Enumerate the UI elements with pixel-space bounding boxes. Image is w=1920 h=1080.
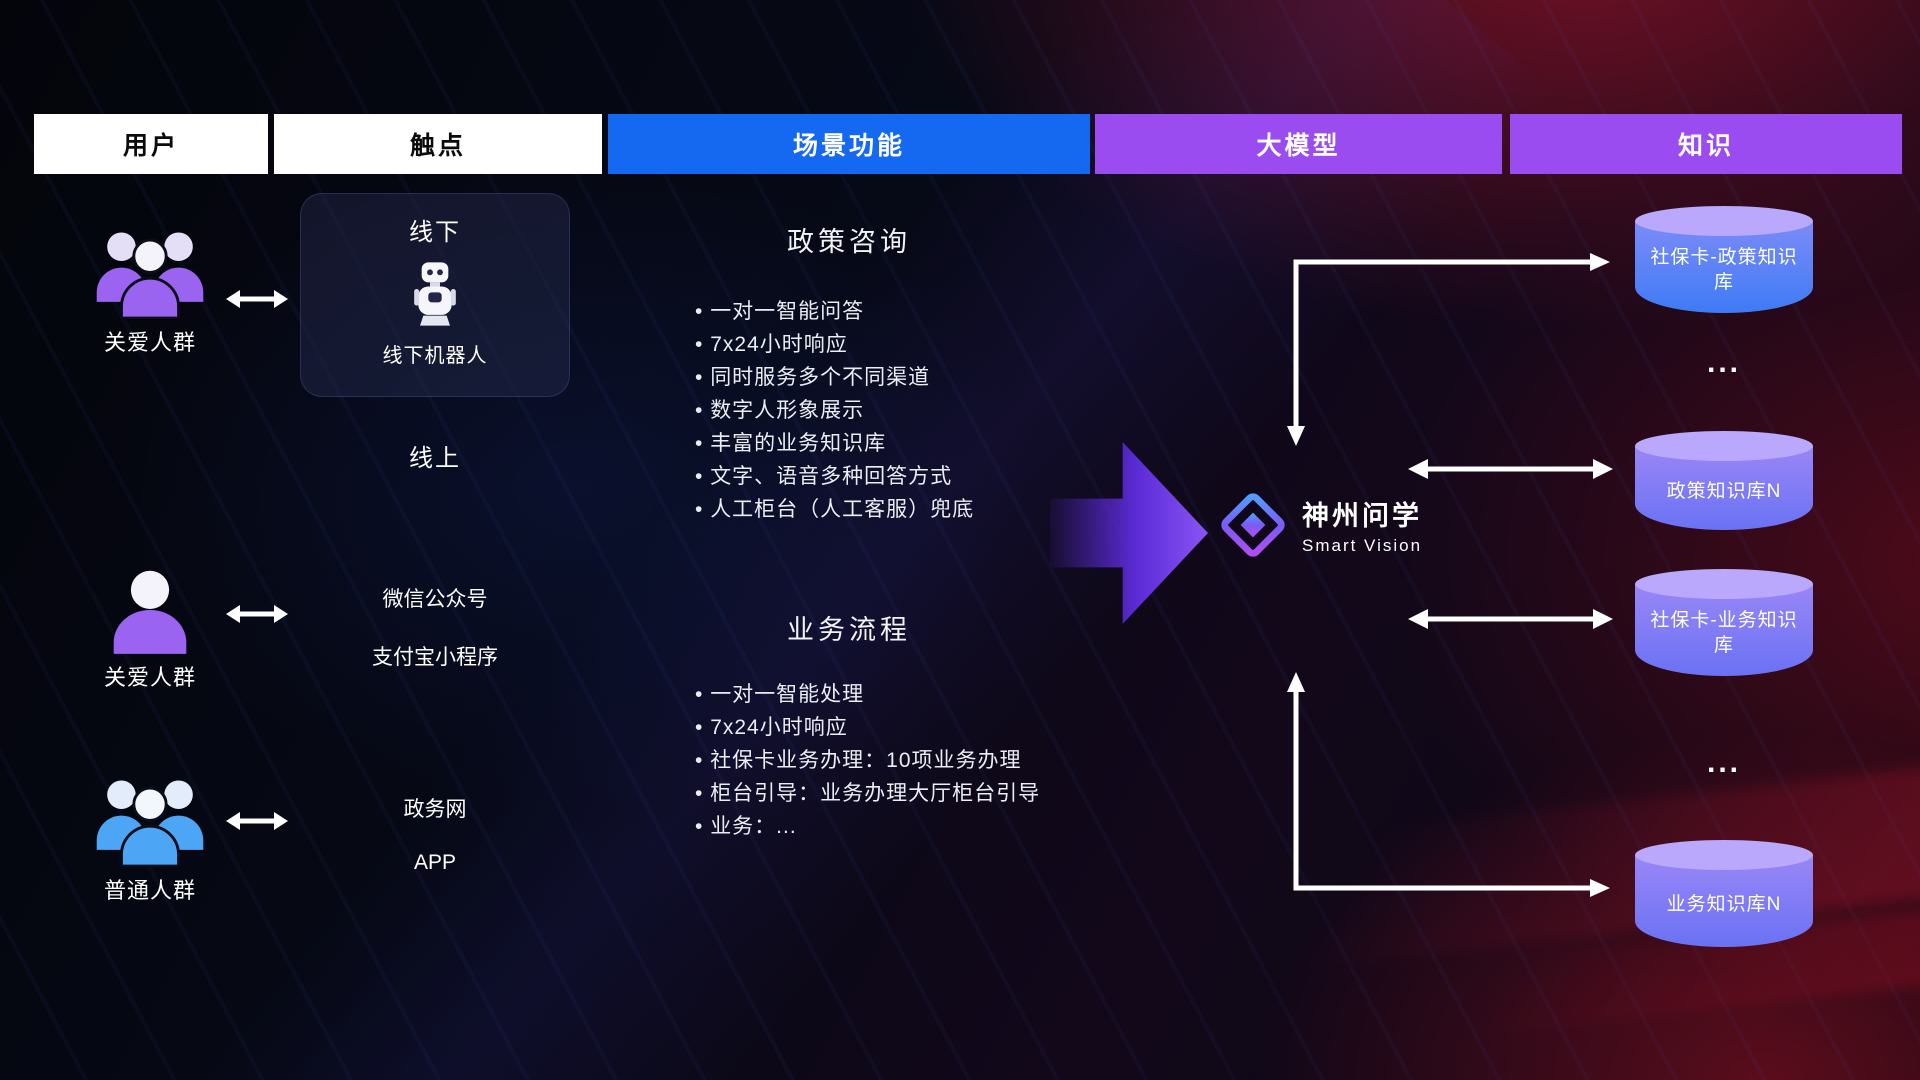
scenario-item: 一对一智能处理 xyxy=(695,678,1040,711)
channel-alipay: 支付宝小程序 xyxy=(372,646,498,669)
database-social-policy: 社保卡-政策知识库 xyxy=(1635,206,1813,313)
scenario-item: 业务：... xyxy=(695,810,1040,843)
column-header-label: 知识 xyxy=(1677,132,1734,160)
database-icon xyxy=(1635,431,1813,461)
connector-elbow-top xyxy=(1287,253,1610,446)
column-header-users: 用户 xyxy=(34,114,268,174)
channel-app: APP xyxy=(413,851,457,874)
column-header-label: 触点 xyxy=(409,132,466,160)
smart-vision-logo: 神州问学 Smart Vision xyxy=(1218,490,1422,560)
database-policy-n: 政策知识库N xyxy=(1635,431,1813,530)
bidirectional-arrow-icon xyxy=(226,605,288,623)
connector-elbow-bottom xyxy=(1287,672,1610,897)
database-business-n: 业务知识库N xyxy=(1635,840,1813,947)
ellipsis-more: ... xyxy=(1706,746,1741,779)
scenario-list-policy: 一对一智能问答 7x24小时响应 同时服务多个不同渠道 数字人形象展示 丰富的业… xyxy=(695,295,974,526)
offline-touchpoint-card: 线下 线下机器人 xyxy=(300,193,570,397)
user-group-label: 普通人群 xyxy=(103,878,196,904)
scenario-item: 柜台引导：业务办理大厅柜台引导 xyxy=(695,777,1040,810)
scenario-item: 7x24小时响应 xyxy=(695,328,974,361)
column-header-scenarios: 场景功能 xyxy=(608,114,1090,174)
scenario-item: 文字、语音多种回答方式 xyxy=(695,460,974,493)
column-header-label: 大模型 xyxy=(1256,132,1341,160)
scenario-title-policy: 政策咨询 xyxy=(787,227,911,257)
group-users-icon xyxy=(96,780,204,868)
logo-name: 神州问学 xyxy=(1302,501,1422,531)
column-header-label: 用户 xyxy=(122,132,179,160)
scenario-item: 数字人形象展示 xyxy=(695,394,974,427)
database-label: 政策知识库N xyxy=(1666,480,1782,502)
scenario-item: 社保卡业务办理：10项业务办理 xyxy=(695,744,1040,777)
logo-subtitle: Smart Vision xyxy=(1302,536,1423,555)
connector-bidirectional-policy xyxy=(1408,459,1613,479)
online-title: 线上 xyxy=(409,445,461,472)
flow-arrow-icon xyxy=(1050,442,1208,624)
scenario-item: 丰富的业务知识库 xyxy=(695,427,974,460)
database-label: 社保卡-业务知识库 xyxy=(1650,610,1798,656)
logo-texts: 神州问学 Smart Vision xyxy=(1302,494,1422,556)
connector-bidirectional-business xyxy=(1408,609,1613,629)
ellipsis-more: ... xyxy=(1706,346,1741,379)
scenario-item: 7x24小时响应 xyxy=(695,711,1040,744)
user-single-care: 关爱人群 xyxy=(104,566,196,692)
user-group-label: 关爱人群 xyxy=(103,330,196,356)
database-icon xyxy=(1635,569,1813,599)
column-header-touchpoints: 触点 xyxy=(274,114,602,174)
database-label: 业务知识库N xyxy=(1666,893,1782,915)
scenario-item: 人工柜台（人工客服）兜底 xyxy=(695,493,974,526)
bidirectional-arrow-icon xyxy=(226,290,288,308)
column-header-model: 大模型 xyxy=(1095,114,1502,174)
channel-govweb: 政务网 xyxy=(403,798,467,821)
channel-wechat: 微信公众号 xyxy=(382,588,488,611)
offline-robot-label: 线下机器人 xyxy=(382,345,488,367)
single-user-icon xyxy=(113,570,187,654)
user-group-care: 关爱人群 xyxy=(86,222,214,357)
database-icon xyxy=(1635,206,1813,236)
scenario-title-business: 业务流程 xyxy=(787,615,911,645)
column-header-knowledge: 知识 xyxy=(1510,114,1902,174)
scenario-list-business: 一对一智能处理 7x24小时响应 社保卡业务办理：10项业务办理 柜台引导：业务… xyxy=(695,678,1040,843)
database-label: 社保卡-政策知识库 xyxy=(1650,247,1798,293)
scenario-item: 一对一智能问答 xyxy=(695,295,974,328)
user-group-label: 关爱人群 xyxy=(104,664,197,690)
group-users-icon xyxy=(96,232,204,320)
offline-title: 线下 xyxy=(409,219,461,246)
column-header-label: 场景功能 xyxy=(792,132,905,160)
smart-vision-logo-icon xyxy=(1221,493,1285,557)
user-group-ordinary: 普通人群 xyxy=(86,770,214,905)
robot-icon xyxy=(414,262,456,326)
scenario-item: 同时服务多个不同渠道 xyxy=(695,361,974,394)
bidirectional-arrow-icon xyxy=(226,812,288,830)
database-icon xyxy=(1635,840,1813,870)
database-social-business: 社保卡-业务知识库 xyxy=(1635,569,1813,676)
